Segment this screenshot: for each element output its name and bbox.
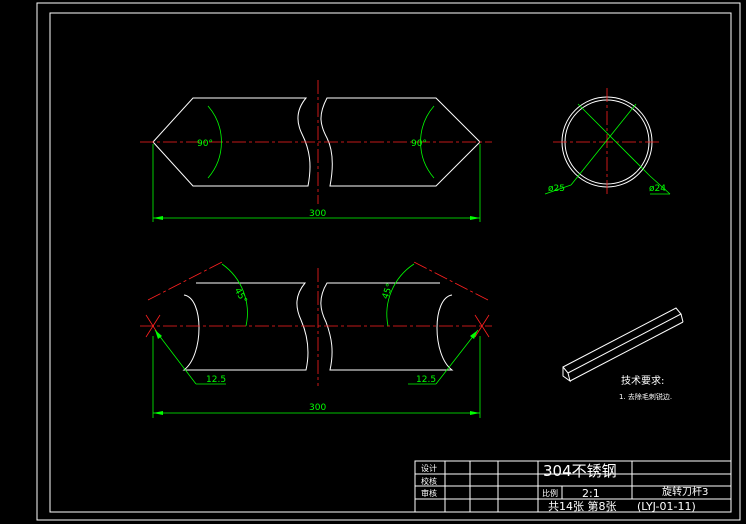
iso-bar-end-face [562, 367, 571, 383]
notes-heading: 技术要求: [621, 374, 664, 387]
tb-check-label: 校核 [421, 476, 437, 486]
notes-item-1: 1. 去除毛刺锐边. [619, 392, 672, 401]
top-left-angle-label: 90° [197, 139, 213, 149]
bottom-left-bar-outline [182, 282, 309, 371]
tb-sheets: 共14张 第8张 [548, 499, 617, 513]
bottom-view: 45° 45° 12.5 12.5 300 [140, 261, 492, 418]
tb-scale-value: 2:1 [582, 487, 600, 500]
section-inner-leader [649, 175, 671, 195]
isometric-bar [562, 307, 684, 383]
bottom-dim-length-label: 300 [309, 403, 326, 413]
top-dim-arrow-left [153, 216, 163, 220]
tb-material: 304不锈钢 [543, 462, 617, 480]
top-left-bar-outline [152, 97, 311, 187]
tb-design-label: 设计 [421, 463, 437, 473]
tb-drawing-number: (LYJ-01-11) [637, 500, 696, 513]
bottom-right-construction-line [413, 261, 489, 301]
iso-bar-bottom-edge [569, 321, 684, 382]
section-diameter-line-b [570, 103, 637, 186]
outer-border [36, 2, 741, 521]
top-dim-length-label: 300 [309, 209, 326, 219]
bottom-right-radius-label: 12.5 [416, 375, 436, 385]
section-outer-diameter-label: ø25 [548, 184, 565, 194]
bottom-dim-arrow-left [153, 411, 163, 415]
bottom-dim-arrow-right [470, 411, 480, 415]
bottom-right-radius-arrow [470, 330, 478, 339]
bottom-right-angle-label: 45° [381, 282, 396, 300]
section-diameter-line-a [577, 103, 651, 177]
top-right-angle-arc [420, 105, 435, 179]
bottom-right-angle-arc [386, 263, 415, 327]
bottom-left-radius-leader [154, 329, 197, 385]
top-right-bar-outline [320, 97, 481, 187]
section-view: ø25 ø24 [544, 88, 671, 196]
bottom-left-cross-b [145, 314, 161, 338]
bottom-right-cross-b [474, 314, 490, 338]
inner-border [49, 12, 732, 513]
top-right-angle-label: 90° [411, 139, 427, 149]
bottom-left-angle-arc [221, 263, 248, 327]
top-view: 90° 90° 300 [140, 80, 492, 222]
tb-drawing-name: 旋转刀杆3 [662, 485, 708, 498]
tb-review-label: 审核 [421, 488, 437, 498]
bottom-left-construction-line [147, 261, 223, 301]
section-inner-diameter-label: ø24 [649, 184, 666, 194]
bottom-left-angle-label: 45° [232, 287, 249, 306]
top-dim-arrow-right [470, 216, 480, 220]
title-block: 设计 校核 审核 304不锈钢 比例 2:1 旋转刀杆3 共14张 第8张 (L… [414, 460, 732, 513]
section-outer-leader-shelf [544, 184, 572, 195]
tb-scale-label: 比例 [542, 488, 558, 498]
bottom-right-radius-leader [435, 329, 479, 385]
iso-bar-far-edge [680, 313, 684, 323]
iso-bar-top-face [562, 307, 682, 374]
bottom-left-radius-label: 12.5 [206, 375, 226, 385]
bottom-left-radius-arrow [155, 330, 162, 339]
bottom-right-bar-outline [320, 282, 454, 371]
top-left-angle-arc [207, 105, 222, 179]
